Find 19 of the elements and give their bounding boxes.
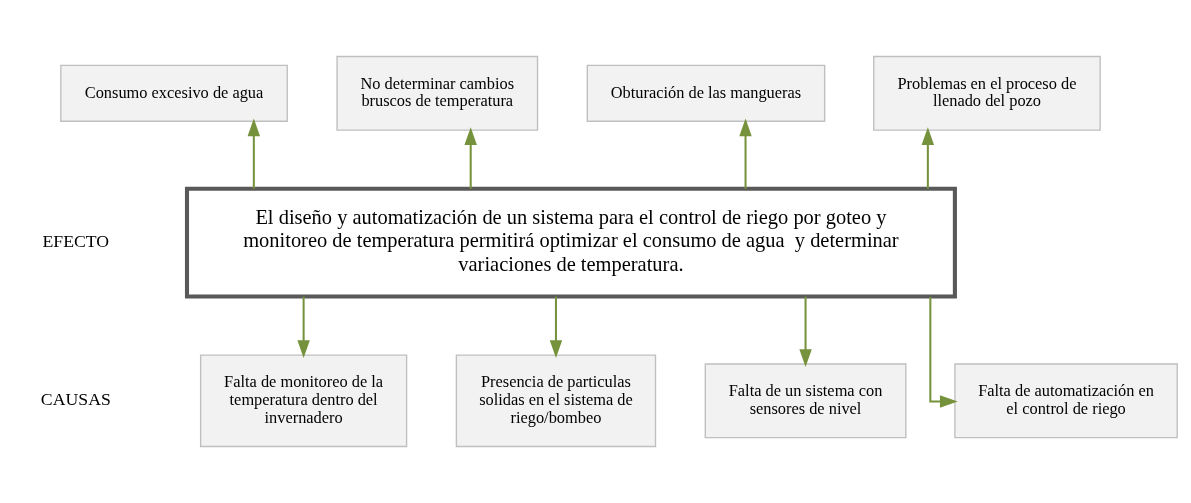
arrow [247,118,261,189]
label: EFECTO [42,231,110,252]
arrow [739,118,752,189]
arrow [549,296,563,359]
node-box: No determinar cambios bruscos de temperatura [336,55,539,131]
arrow [921,127,935,189]
node-box: Problemas en el proceso de llenado del pozo [873,55,1101,131]
arrow [929,296,958,408]
arrow [297,296,310,359]
arrow [464,127,477,189]
node-box: Obturación de las mangueras [586,64,826,122]
node-box: Presencia de particulas solidas en el sistema de riego/bombeo [455,354,657,448]
node-box: Falta de monitoreo de la temperatura dentro del invernadero [199,354,408,448]
node-box: El diseño y automatización de un sistema para el control de riego por goteo y monitoreo de temperatura permitirá optimizar el consumo de agua y determinar variaciones de temperatura. [184,186,957,299]
label: CAUSAS [40,389,111,410]
node-box: Falta de un sistema con sensores de nivel [704,363,907,439]
arrow [799,296,812,368]
node-box: Consumo excesivo de agua [60,64,288,122]
node-box: Falta de automatización en el control de riego [954,363,1178,439]
